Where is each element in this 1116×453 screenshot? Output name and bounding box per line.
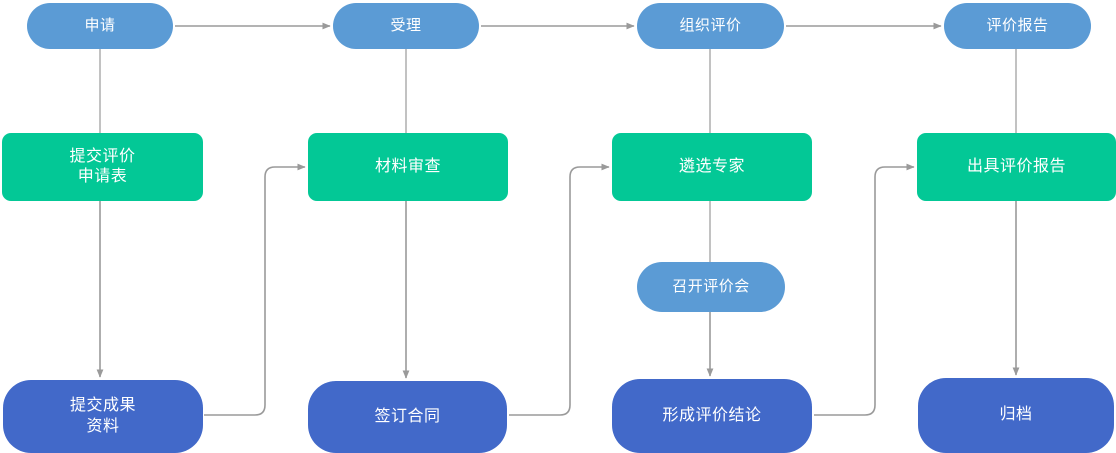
flow-node-n9[interactable]: 召开评价会 xyxy=(637,262,785,312)
connector-n12-to-n8 xyxy=(814,163,915,416)
flow-node-n7[interactable]: 遴选专家 xyxy=(612,133,812,201)
flow-node-n6[interactable]: 材料审查 xyxy=(308,133,508,201)
flow-node-n4[interactable]: 评价报告 xyxy=(944,3,1091,49)
flow-node-n13[interactable]: 归档 xyxy=(918,378,1114,453)
flow-node-n3[interactable]: 组织评价 xyxy=(637,3,784,49)
flow-node-n10[interactable]: 提交成果 资料 xyxy=(3,380,203,453)
flow-node-n2[interactable]: 受理 xyxy=(333,3,479,49)
connector-n10-to-n6 xyxy=(204,163,306,416)
flow-node-n11[interactable]: 签订合同 xyxy=(308,381,507,453)
connector-group xyxy=(96,22,1020,416)
flow-node-n1[interactable]: 申请 xyxy=(27,3,173,49)
flow-node-n12[interactable]: 形成评价结论 xyxy=(612,379,812,453)
connector-n11-to-n7 xyxy=(509,163,610,416)
flow-node-n8[interactable]: 出具评价报告 xyxy=(917,133,1116,201)
flow-node-n5[interactable]: 提交评价 申请表 xyxy=(2,133,203,201)
